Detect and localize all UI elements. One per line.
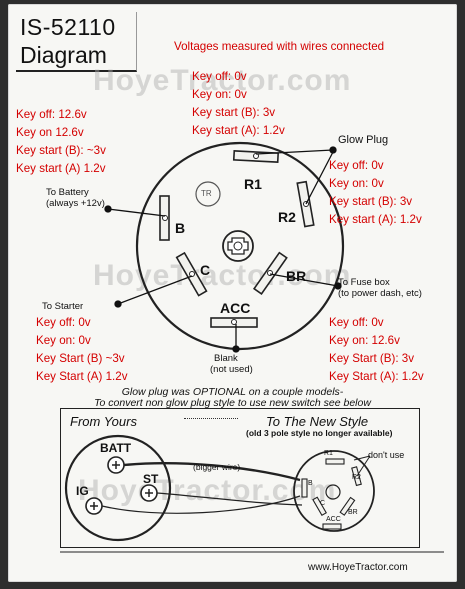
subtitle: Voltages measured with wires connected xyxy=(174,40,385,53)
mini-pin-r2: R2 xyxy=(352,474,361,481)
mini-pin-br: BR xyxy=(348,509,358,516)
watermark: HoyeTractor.com xyxy=(93,64,352,97)
pin-label-b: B xyxy=(175,220,186,236)
to-fuse-label: To Fuse box xyxy=(338,277,390,288)
dont-use-label: don't use xyxy=(368,450,405,460)
title-model: IS-52110 xyxy=(20,14,116,40)
st-label: ST xyxy=(143,472,159,486)
pin-label-r1: R1 xyxy=(244,176,262,192)
title-diagram: Diagram xyxy=(20,42,107,68)
switch-body xyxy=(135,141,345,351)
conversion-note-1: Glow plug was OPTIONAL on a couple model… xyxy=(121,386,344,398)
to-battery-label: To Battery xyxy=(46,187,89,198)
from-yours-label: From Yours xyxy=(70,414,137,429)
to-fuse-note: (to power dash, etc) xyxy=(338,288,422,299)
watermark: HoyeTractor.com xyxy=(78,474,337,507)
blank-note: (not used) xyxy=(210,364,253,375)
pin-label-acc: ACC xyxy=(220,300,251,316)
new-switch-body xyxy=(293,450,375,532)
footer-url: www.HoyeTractor.com xyxy=(308,562,408,573)
ignition-switch-drawing xyxy=(104,141,345,353)
ig-label: IG xyxy=(76,484,89,498)
title-box xyxy=(16,12,137,72)
to-battery-note: (always +12v) xyxy=(46,198,105,209)
mini-pin-r1: R1 xyxy=(324,450,333,457)
to-starter-label: To Starter xyxy=(42,301,84,312)
dotted-divider xyxy=(184,418,238,419)
old-switch-body xyxy=(64,434,172,542)
pin-label-c: C xyxy=(200,262,211,278)
mini-pin-c: C xyxy=(320,500,326,507)
new-switch-keyway-icon xyxy=(325,484,341,500)
mini-pin-acc: ACC xyxy=(326,516,341,523)
watermark: HoyeTractor.com xyxy=(93,259,352,292)
bigger-wire-label: (bigger wire) xyxy=(193,462,241,472)
glow-plug-label: Glow Plug xyxy=(338,134,389,146)
conversion-note-2: To convert non glow plug style to use ne… xyxy=(94,397,371,409)
tr-circle xyxy=(195,181,221,207)
to-new-style-note: (old 3 pole style no longer available) xyxy=(246,428,393,438)
to-new-style-label: To The New Style xyxy=(266,414,369,429)
pin-label-br: BR xyxy=(286,268,307,284)
pin-label-r2: R2 xyxy=(278,209,296,225)
center-keyway-icon xyxy=(222,230,254,262)
conversion-box xyxy=(60,408,420,548)
conversion-drawing xyxy=(60,434,444,553)
batt-label: BATT xyxy=(100,441,132,455)
blank-label: Blank xyxy=(214,353,238,364)
mini-pin-b: B xyxy=(308,480,313,487)
diagram-sheet: IS-52110 Diagram Voltages measured with … xyxy=(8,4,457,582)
pin-label-tr: TR xyxy=(201,189,212,198)
